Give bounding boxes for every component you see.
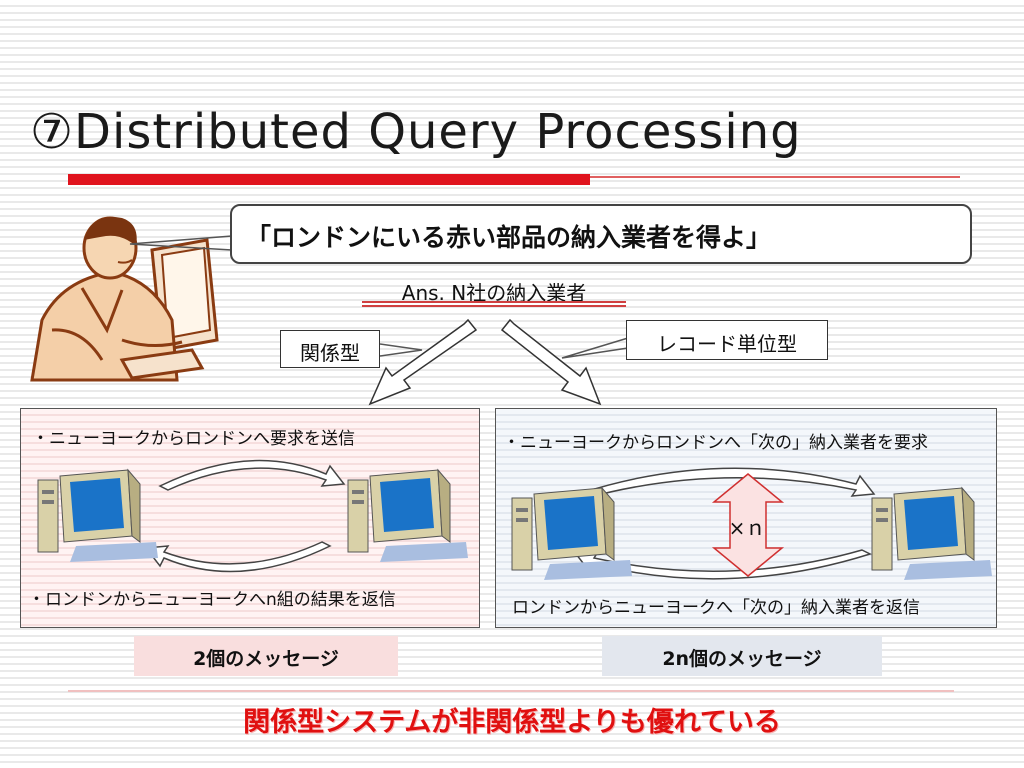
- desktop-computer-icon: [347, 468, 468, 562]
- right-message-count-badge: 2n個のメッセージ: [602, 636, 882, 676]
- bottom-divider: [68, 690, 954, 692]
- query-callout: 「ロンドンにいる赤い部品の納入業者を得よ」: [230, 204, 972, 264]
- desktop-computer-icon: [37, 468, 158, 562]
- title-rule-thin: [590, 176, 960, 178]
- answer-underline: [362, 301, 626, 307]
- relational-tag: 関係型: [280, 330, 380, 368]
- left-send-arrow-icon: [158, 459, 346, 491]
- person-at-computer-icon: [30, 216, 219, 382]
- left-return-arrow-icon: [144, 541, 332, 573]
- left-request-text: ・ニューヨークからロンドンへ要求を送信: [32, 429, 355, 449]
- record-pointer: [561, 337, 629, 359]
- arrow-left-down-icon: [368, 318, 478, 406]
- left-response-text: ・ロンドンからニューヨークへn組の結果を返信: [28, 590, 396, 610]
- left-message-count-badge: 2個のメッセージ: [134, 636, 398, 676]
- repeat-count-label: ×ｎ: [728, 516, 766, 540]
- right-request-arrow-icon: [576, 467, 876, 499]
- conclusion-text: 関係型システムが非関係型よりも優れている: [243, 707, 781, 738]
- right-request-text: ・ニューヨークからロンドンへ「次の」納入業者を要求: [503, 433, 928, 453]
- speech-pointer: [129, 235, 233, 251]
- query-text: 「ロンドンにいる赤い部品の納入業者を得よ」: [246, 223, 772, 252]
- title-rule-accent: [68, 174, 590, 185]
- arrow-right-down-icon: [500, 318, 602, 406]
- slide-title: ⑦Distributed Query Processing: [30, 104, 802, 160]
- right-response-text: ロンドンからニューヨークへ「次の」納入業者を返信: [512, 598, 920, 618]
- desktop-computer-icon: [511, 486, 632, 580]
- desktop-computer-icon: [871, 486, 992, 580]
- relational-pointer: [379, 343, 423, 357]
- record-unit-tag: レコード単位型: [626, 320, 828, 360]
- repeat-double-arrow-icon: [711, 473, 785, 577]
